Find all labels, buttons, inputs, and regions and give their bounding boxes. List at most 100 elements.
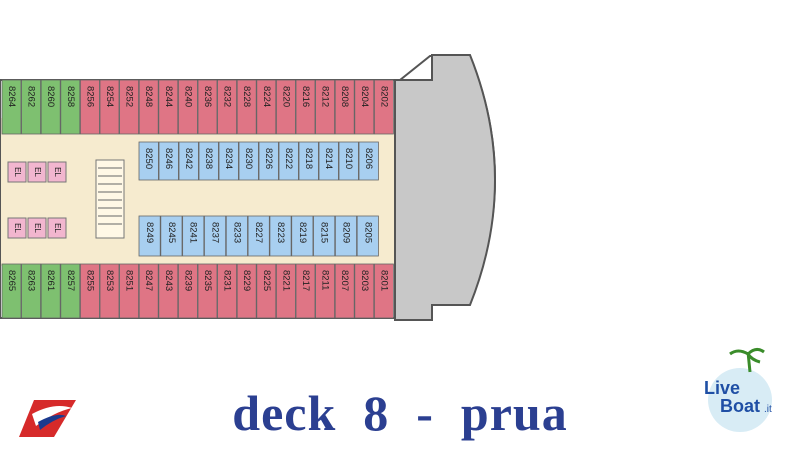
cabin-number: 8226 [263, 148, 274, 169]
cabin-top-8232[interactable]: 8232 [217, 79, 238, 135]
cabin-block [204, 215, 227, 257]
cabin-inner-bottom-8205[interactable]: 8205 [356, 215, 379, 257]
cabin-top-8260[interactable]: 8260 [40, 79, 61, 135]
cabin-bottom-8253[interactable]: 8253 [99, 263, 120, 319]
cabin-inner-top-8222[interactable]: 8222 [278, 141, 299, 181]
cabin-bottom-8261[interactable]: 8261 [40, 263, 61, 319]
cabin-top-8216[interactable]: 8216 [295, 79, 316, 135]
cabin-inner-top-8226[interactable]: 8226 [258, 141, 279, 181]
cabin-inner-top-8250[interactable]: 8250 [138, 141, 159, 181]
elevator-label: EL [53, 223, 62, 233]
cabin-inner-bottom-8209[interactable]: 8209 [334, 215, 357, 257]
cabin-inner-top-8210[interactable]: 8210 [338, 141, 359, 181]
cabin-number: 8217 [300, 270, 311, 291]
cabin-inner-top-8214[interactable]: 8214 [318, 141, 339, 181]
cabin-inner-bottom-8215[interactable]: 8215 [313, 215, 336, 257]
cabin-top-8212[interactable]: 8212 [315, 79, 336, 135]
elevator-4: EL [7, 217, 27, 239]
cabin-bottom-8221[interactable]: 8221 [275, 263, 296, 319]
cabin-block [338, 141, 359, 181]
cabin-bottom-8263[interactable]: 8263 [21, 263, 42, 319]
cabin-top-8254[interactable]: 8254 [99, 79, 120, 135]
liveboat-line1: Live [704, 378, 740, 398]
cabin-block [236, 79, 257, 135]
cabin-top-8228[interactable]: 8228 [236, 79, 257, 135]
cabin-block [119, 79, 139, 135]
bow-area [394, 54, 496, 321]
elevator-label: EL [13, 167, 22, 177]
cabin-number: 8201 [378, 270, 389, 291]
cabin-top-8258[interactable]: 8258 [60, 79, 81, 135]
cabin-bottom-8251[interactable]: 8251 [119, 263, 139, 319]
cabin-block [40, 263, 61, 319]
cabin-number: 8262 [26, 86, 37, 107]
cabin-inner-bottom-8241[interactable]: 8241 [182, 215, 205, 257]
cabin-inner-bottom-8227[interactable]: 8227 [247, 215, 270, 257]
cabin-inner-top-8206[interactable]: 8206 [358, 141, 379, 181]
cabin-top-8208[interactable]: 8208 [334, 79, 355, 135]
cabin-top-8220[interactable]: 8220 [275, 79, 296, 135]
cabin-block [158, 79, 179, 135]
cabin-block [99, 79, 120, 135]
cabin-top-8256[interactable]: 8256 [80, 79, 100, 135]
cabin-number: 8205 [362, 222, 373, 243]
cabin-inner-top-8218[interactable]: 8218 [298, 141, 319, 181]
cabin-number: 8254 [104, 86, 115, 107]
cabin-bottom-8243[interactable]: 8243 [158, 263, 179, 319]
cabin-bottom-8201[interactable]: 8201 [373, 263, 394, 319]
cabin-inner-top-8246[interactable]: 8246 [158, 141, 179, 181]
cabin-number: 8244 [163, 86, 174, 107]
cabin-bottom-8231[interactable]: 8231 [217, 263, 238, 319]
cabin-block [298, 141, 319, 181]
cabin-inner-bottom-8245[interactable]: 8245 [160, 215, 183, 257]
cabin-number: 8251 [124, 270, 135, 291]
cabin-inner-top-8242[interactable]: 8242 [178, 141, 199, 181]
cabin-bottom-8247[interactable]: 8247 [138, 263, 159, 319]
cabin-inner-bottom-8223[interactable]: 8223 [269, 215, 292, 257]
cabin-bottom-8255[interactable]: 8255 [80, 263, 100, 319]
elevator-label: EL [13, 223, 22, 233]
cabin-bottom-8217[interactable]: 8217 [295, 263, 316, 319]
cabin-block [21, 79, 42, 135]
cabin-top-8204[interactable]: 8204 [354, 79, 375, 135]
cabin-bottom-8203[interactable]: 8203 [354, 263, 375, 319]
cabin-inner-bottom-8237[interactable]: 8237 [204, 215, 227, 257]
liveboat-suffix: .it [764, 404, 772, 415]
cabin-inner-top-8234[interactable]: 8234 [218, 141, 239, 181]
cabin-bottom-8265[interactable]: 8265 [1, 263, 22, 319]
cabin-bottom-8229[interactable]: 8229 [236, 263, 257, 319]
cabin-block [177, 79, 198, 135]
cabin-top-8224[interactable]: 8224 [256, 79, 277, 135]
cabin-top-8236[interactable]: 8236 [197, 79, 218, 135]
cabin-top-8252[interactable]: 8252 [119, 79, 139, 135]
cabin-number: 8212 [320, 86, 331, 107]
cabin-inner-top-8238[interactable]: 8238 [198, 141, 219, 181]
cabin-number: 8206 [363, 148, 374, 169]
cabin-bottom-8257[interactable]: 8257 [60, 263, 81, 319]
cabin-bottom-8239[interactable]: 8239 [177, 263, 198, 319]
cabin-number: 8239 [182, 270, 193, 291]
elevator-1: EL [7, 161, 27, 183]
cabin-top-8264[interactable]: 8264 [1, 79, 22, 135]
cabin-number: 8219 [297, 222, 308, 243]
cabin-block [197, 263, 218, 319]
cabin-top-8248[interactable]: 8248 [138, 79, 159, 135]
cabin-inner-bottom-8233[interactable]: 8233 [225, 215, 248, 257]
cabin-top-8244[interactable]: 8244 [158, 79, 179, 135]
cabin-inner-bottom-8219[interactable]: 8219 [291, 215, 314, 257]
cabin-bottom-8207[interactable]: 8207 [334, 263, 355, 319]
cabin-block [256, 79, 277, 135]
cabin-inner-top-8230[interactable]: 8230 [238, 141, 259, 181]
cabin-bottom-8211[interactable]: 8211 [315, 263, 336, 319]
cabin-top-8240[interactable]: 8240 [177, 79, 198, 135]
cabin-bottom-8225[interactable]: 8225 [256, 263, 277, 319]
cabin-bottom-8235[interactable]: 8235 [197, 263, 218, 319]
cabin-top-8262[interactable]: 8262 [21, 79, 42, 135]
cabin-inner-bottom-8249[interactable]: 8249 [138, 215, 161, 257]
cabin-block [315, 263, 336, 319]
cabin-top-8202[interactable]: 8202 [373, 79, 394, 135]
elevator-label: EL [33, 223, 42, 233]
cabin-block [313, 215, 336, 257]
cabin-block [160, 215, 183, 257]
